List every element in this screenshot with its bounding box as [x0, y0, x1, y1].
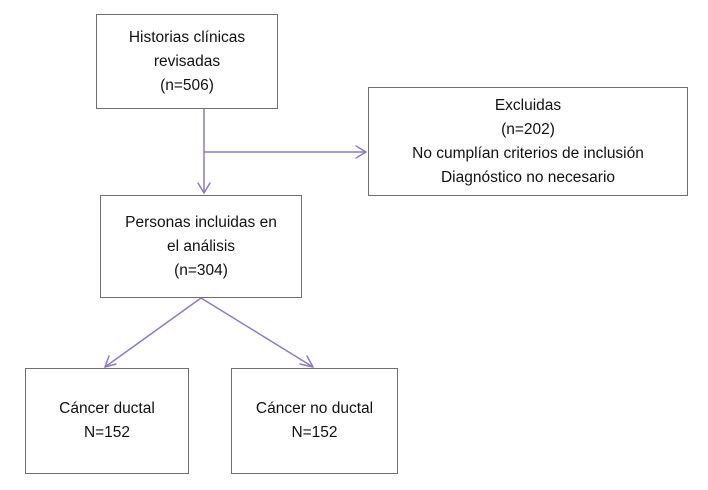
arrowhead-to-non-ductal: [299, 355, 314, 368]
ductal-count: N=152: [83, 424, 131, 441]
non-ductal-cancer-box: Cáncer no ductal N=152: [231, 368, 398, 474]
excluded-count: (n=202): [501, 120, 555, 138]
arrowhead-to-included: [197, 182, 211, 194]
ductal-cancer-box: Cáncer ductal N=152: [25, 368, 189, 474]
connector-included-to-non-ductal: [200, 297, 314, 368]
reviewed-count: (n=506): [160, 76, 214, 94]
arrowhead-to-excluded: [355, 145, 367, 159]
included-line2: el análisis: [166, 237, 236, 255]
reviewed-line2: revisadas: [153, 52, 221, 70]
excluded-reason-1: No cumplían criterios de inclusión: [412, 144, 644, 162]
included-box: Personas incluidas en el análisis (n=304…: [100, 195, 302, 298]
excluded-box: Excluidas (n=202) No cumplían criterios …: [368, 87, 688, 196]
included-line1: Personas incluidas en: [125, 213, 277, 231]
excluded-title: Excluidas: [494, 96, 562, 114]
connector-included-to-ductal: [104, 297, 202, 368]
non-ductal-label: Cáncer no ductal: [255, 400, 374, 417]
reviewed-records-box: Historias clínicas revisadas (n=506): [96, 14, 278, 109]
excluded-reason-2: Diagnóstico no necesario: [440, 168, 616, 186]
included-count: (n=304): [174, 261, 228, 279]
ductal-label: Cáncer ductal: [59, 400, 155, 417]
arrowhead-to-ductal: [104, 355, 117, 368]
non-ductal-count: N=152: [291, 424, 338, 441]
reviewed-line1: Historias clínicas: [128, 28, 246, 46]
